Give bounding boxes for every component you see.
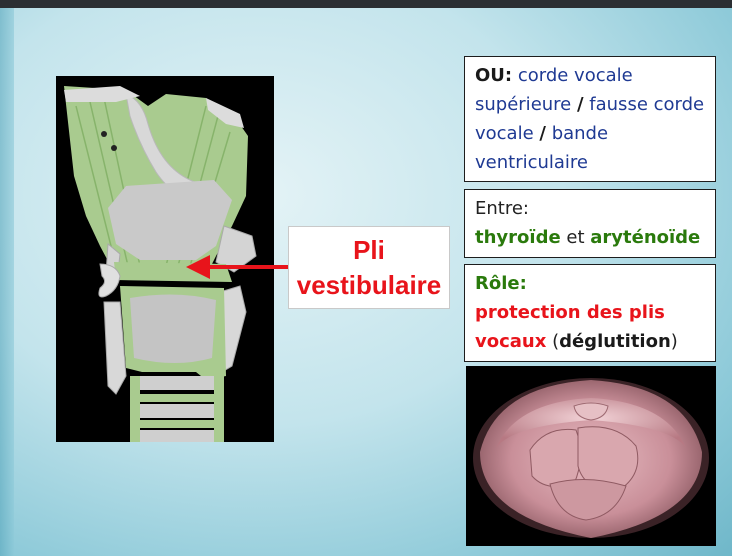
role-box: Rôle: protection des plis vocaux (déglut… — [464, 264, 716, 362]
endoscopy-image — [466, 366, 716, 546]
role-protection: protection des plis vocaux — [475, 302, 665, 352]
top-bar — [0, 0, 732, 8]
separator: / — [576, 94, 584, 115]
between-box: Entre: thyroïde et aryténoïde — [464, 189, 716, 258]
role-deglutition: déglutition — [559, 331, 671, 352]
synonym-2: fausse corde vocale — [475, 94, 705, 144]
left-decor-strip — [0, 8, 14, 556]
synonym-1: corde vocale supérieure — [475, 65, 633, 115]
term-arytenoid: aryténoïde — [590, 227, 701, 248]
synonyms-box: OU: corde vocale supérieure / fausse cor… — [464, 56, 716, 182]
ou-label: OU: — [475, 65, 513, 86]
callout-label-box: Pli vestibulaire — [288, 226, 450, 309]
callout-line-1: Pli — [353, 235, 385, 265]
larynx-illustration — [56, 76, 274, 442]
synonym-3: bande ventriculaire — [475, 123, 609, 173]
callout-line-2: vestibulaire — [296, 270, 442, 300]
between-label: Entre: — [475, 198, 529, 219]
separator: / — [539, 123, 546, 144]
role-label: Rôle: — [475, 273, 527, 294]
paren-close: ) — [670, 331, 678, 352]
term-thyroid: thyroïde — [475, 227, 561, 248]
joiner: et — [560, 227, 591, 248]
paren-open: ( — [546, 331, 560, 352]
